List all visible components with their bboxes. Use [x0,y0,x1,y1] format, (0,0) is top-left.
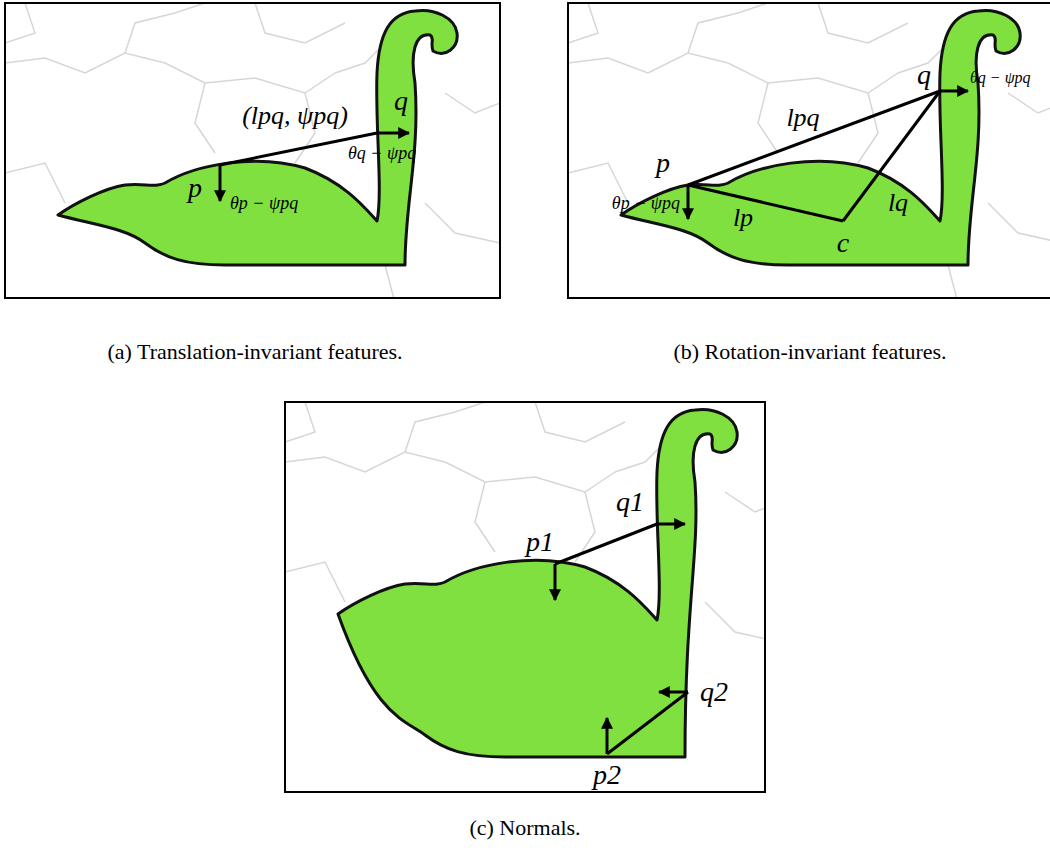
segment-boundary [445,462,615,492]
segment-boundary [535,402,625,442]
math-label: θq − ψpq [970,70,1031,86]
normal-arrow [657,523,685,526]
panel-frame [285,402,765,792]
math-label: q2 [700,678,728,706]
segment-boundary [705,602,765,642]
math-label: θp − ψpq [612,194,680,212]
segment-boundary [568,53,728,73]
panel [5,3,500,303]
segment-boundary [988,203,1050,243]
normal-arrow [377,132,409,135]
panel-ground [285,402,765,792]
segment-boundary [285,562,345,602]
segment-boundary [725,492,765,512]
subfigure-caption: (c) Normals. [469,817,580,839]
segment-boundary [425,203,500,243]
segment-boundary [688,3,768,53]
swan-shape [58,10,457,265]
math-label: q [394,87,408,115]
math-label: q1 [616,488,644,516]
panel [285,402,780,792]
math-label: lq [888,190,908,216]
segment-boundary [445,93,500,113]
math-label: c [837,229,849,257]
segment-boundary [405,402,485,452]
pair-line [607,692,688,754]
segment-boundary [728,63,898,93]
math-label: θp − ψpq [230,194,298,212]
panel-frame [568,3,1050,298]
segment-boundary [195,83,215,153]
math-label: p1 [526,528,554,556]
panel [568,3,1050,303]
segment-boundary [475,482,495,552]
math-label: p [188,174,202,202]
normal-arrow [606,718,609,754]
segment-boundary [165,63,335,93]
normal-arrow [940,90,968,93]
normal-arrow [554,564,557,600]
normal-arrow [219,165,222,201]
subfigure-caption: (b) Rotation-invariant features. [673,341,946,363]
segment-boundary [948,265,958,298]
segment-boundary [758,83,778,153]
subfigure-caption: (a) Translation-invariant features. [107,341,402,363]
math-label: lp [733,205,753,231]
math-label: p [656,149,670,177]
swan-shape [621,10,1020,265]
segment-boundary [568,3,598,43]
segment-boundary [818,3,908,43]
math-label: q [917,61,931,89]
math-label: p2 [593,761,621,789]
normal-arrow [659,691,688,694]
normal-arrow [687,185,690,219]
pair-line [843,91,940,221]
swan-shape [338,409,737,757]
panel-ground [5,3,500,298]
panel-ground [568,3,1050,298]
math-label: lpq [786,105,819,131]
segment-boundary [255,3,345,43]
segment-boundary [385,265,395,298]
pair-line [688,91,940,185]
panel-frame [5,3,500,298]
pair-line [688,185,843,221]
segment-boundary [858,93,878,163]
pair-line [555,524,657,564]
segment-boundary [125,3,205,53]
math-label: (lpq, ψpq) [242,103,348,129]
segment-boundary [5,3,35,43]
segment-boundary [285,452,445,472]
segment-boundary [5,53,165,73]
segment-boundary [285,402,315,442]
segment-boundary [5,163,65,203]
math-label: θq − ψpq [348,144,416,162]
segment-boundary [1008,93,1050,113]
